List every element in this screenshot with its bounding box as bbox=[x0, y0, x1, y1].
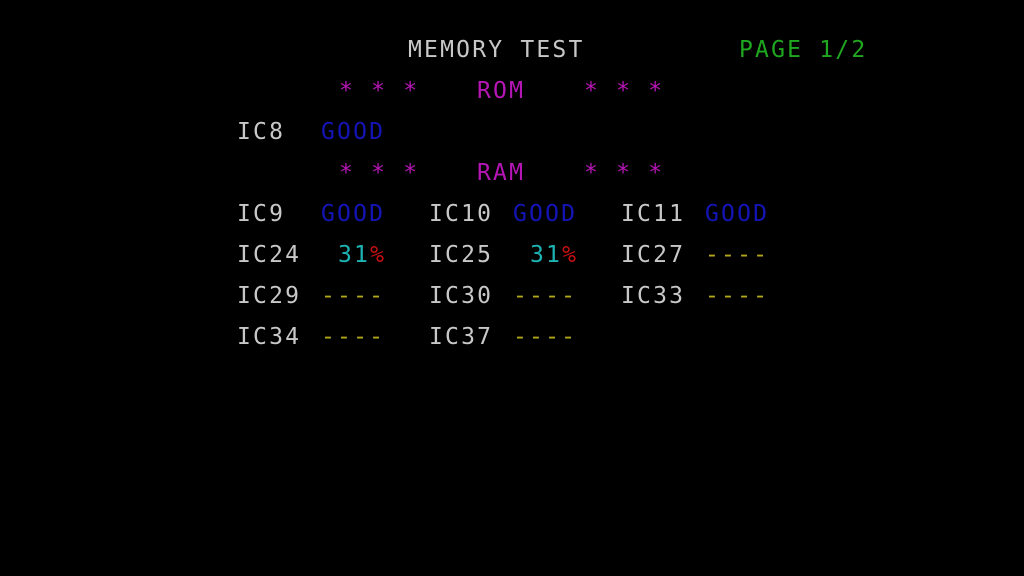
progress-value: 31 bbox=[530, 242, 563, 268]
page-indicator: PAGE 1/2 bbox=[739, 37, 868, 63]
ic-status-ic29: ---- bbox=[321, 283, 386, 309]
ic-status-ic8: GOOD bbox=[321, 119, 386, 145]
ic-status-ic37: ---- bbox=[513, 324, 578, 350]
ic-label-ic34: IC34 bbox=[237, 324, 302, 350]
ic-label-ic29: IC29 bbox=[237, 283, 302, 309]
ic-progress-ic24: 31% bbox=[338, 242, 386, 268]
ic-status-ic9: GOOD bbox=[321, 201, 386, 227]
ic-label-ic30: IC30 bbox=[429, 283, 494, 309]
ram-section-label: RAM bbox=[477, 160, 526, 186]
rom-stars-left: * * * bbox=[339, 78, 420, 104]
rom-section-label: ROM bbox=[477, 78, 526, 104]
ic-label-ic10: IC10 bbox=[429, 201, 494, 227]
ic-label-ic11: IC11 bbox=[621, 201, 686, 227]
progress-unit: % bbox=[562, 242, 579, 268]
ic-label-ic9: IC9 bbox=[237, 201, 286, 227]
ic-progress-ic25: 31% bbox=[530, 242, 578, 268]
ic-label-ic25: IC25 bbox=[429, 242, 494, 268]
ic-status-ic34: ---- bbox=[321, 324, 386, 350]
ic-status-ic27: ---- bbox=[705, 242, 770, 268]
rom-stars-right: * * * bbox=[584, 78, 665, 104]
progress-value: 31 bbox=[338, 242, 371, 268]
ic-status-ic33: ---- bbox=[705, 283, 770, 309]
ic-label-ic8: IC8 bbox=[237, 119, 286, 145]
ic-status-ic11: GOOD bbox=[705, 201, 770, 227]
ic-status-ic10: GOOD bbox=[513, 201, 578, 227]
page-title: MEMORY TEST bbox=[408, 37, 585, 63]
ic-label-ic33: IC33 bbox=[621, 283, 686, 309]
ic-status-ic30: ---- bbox=[513, 283, 578, 309]
ic-label-ic24: IC24 bbox=[237, 242, 302, 268]
ic-label-ic37: IC37 bbox=[429, 324, 494, 350]
progress-unit: % bbox=[370, 242, 387, 268]
ic-label-ic27: IC27 bbox=[621, 242, 686, 268]
ram-stars-left: * * * bbox=[339, 160, 420, 186]
ram-stars-right: * * * bbox=[584, 160, 665, 186]
